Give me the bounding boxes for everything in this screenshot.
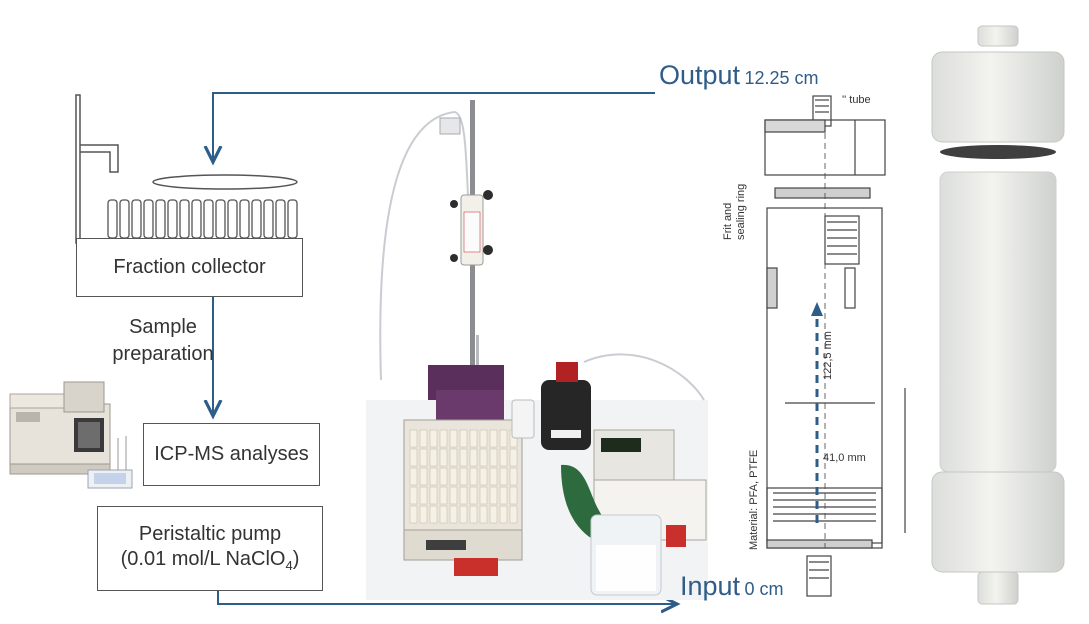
rack-tube	[429, 486, 438, 505]
collector-tube	[287, 199, 298, 239]
collector-tube	[119, 199, 130, 239]
collector-tube	[203, 199, 214, 239]
rack-tube	[509, 467, 518, 486]
frit-label: Frit and sealing ring	[722, 183, 748, 240]
fraction-collector-sketch	[75, 94, 298, 244]
rack-tube	[509, 505, 518, 524]
sample-preparation-label: Sample preparation	[112, 316, 214, 365]
output-arrow	[213, 92, 655, 160]
rack-tube	[429, 467, 438, 486]
rack-tube	[409, 505, 418, 524]
diameter-label: 41,0 mm	[823, 452, 866, 464]
length-label: 122,5 mm	[822, 331, 834, 380]
rack-tube	[479, 467, 488, 486]
input-value: 0 cm	[744, 579, 784, 599]
output-label: Output 12.25 cm	[659, 60, 819, 91]
rack-tube	[479, 448, 488, 467]
input-label: Input 0 cm	[680, 571, 784, 602]
rack-tube	[419, 429, 428, 448]
rack-tube	[439, 429, 448, 448]
lab-setup-photo	[366, 100, 708, 600]
collector-tube	[263, 199, 274, 239]
rack-tube	[469, 505, 478, 524]
column-photo	[931, 25, 1065, 605]
rack-tube	[469, 486, 478, 505]
collector-tube	[179, 199, 190, 239]
rack-tube	[449, 505, 458, 524]
column-technical-drawing	[764, 95, 906, 597]
rack-tube	[419, 486, 428, 505]
rack-tube	[499, 505, 508, 524]
rack-tube	[489, 505, 498, 524]
icpms-label: ICP-MS analyses	[154, 443, 309, 465]
rack-tube	[429, 505, 438, 524]
rack-tube	[409, 467, 418, 486]
rack-tube	[479, 505, 488, 524]
collector-tube	[131, 199, 142, 239]
rack-tube	[459, 486, 468, 505]
rack-tube	[499, 448, 508, 467]
rack-tube	[459, 505, 468, 524]
icpms-instrument-photo	[9, 381, 133, 489]
rack-tube	[489, 448, 498, 467]
rack-tube	[439, 505, 448, 524]
rack-tube	[469, 429, 478, 448]
rack-tube	[459, 429, 468, 448]
fraction-collector-label: Fraction collector	[113, 256, 266, 278]
input-word: Input	[680, 571, 741, 601]
rack-tube	[499, 429, 508, 448]
rack-tube	[409, 429, 418, 448]
pump-label-line1: Peristaltic pump	[138, 523, 282, 546]
rack-tube	[409, 448, 418, 467]
rack-tube	[509, 486, 518, 505]
rack-tube	[449, 429, 458, 448]
collector-tube	[227, 199, 238, 239]
rack-tube	[489, 429, 498, 448]
rack-tube	[429, 448, 438, 467]
collector-tube	[239, 199, 250, 239]
output-word: Output	[659, 60, 741, 90]
rack-tube	[449, 467, 458, 486]
input-arrow	[217, 591, 675, 604]
rack-tube	[409, 486, 418, 505]
collector-tube	[107, 199, 118, 239]
rack-tube	[419, 467, 428, 486]
tube-label: '' tube	[842, 94, 871, 106]
rack-tube	[489, 467, 498, 486]
collector-tube	[155, 199, 166, 239]
fraction-collector-box: Fraction collector	[76, 238, 303, 297]
rack-tube	[419, 448, 428, 467]
icpms-box: ICP-MS analyses	[143, 423, 320, 486]
collector-tube	[275, 199, 286, 239]
rack-tube	[499, 486, 508, 505]
material-label: Material: PFA, PTFE	[748, 449, 760, 550]
rack-tube	[439, 448, 448, 467]
collector-tube	[167, 199, 178, 239]
collector-tube	[215, 199, 226, 239]
rack-tube	[419, 505, 428, 524]
rack-tube	[469, 448, 478, 467]
rack-tube	[479, 486, 488, 505]
rack-tube	[439, 467, 448, 486]
rack-tube	[429, 429, 438, 448]
rack-tube	[459, 448, 468, 467]
collector-tube	[143, 199, 154, 239]
rack-tube	[489, 486, 498, 505]
pump-label-line2: (0.01 mol/L NaClO4)	[120, 548, 300, 574]
rack-tube	[459, 467, 468, 486]
rack-tube	[449, 486, 458, 505]
rack-tube	[499, 467, 508, 486]
output-value: 12.25 cm	[744, 68, 819, 88]
collector-tube	[191, 199, 202, 239]
rack-tube	[469, 467, 478, 486]
rack-tube	[449, 448, 458, 467]
rack-tube	[439, 486, 448, 505]
collector-tube	[251, 199, 262, 239]
rack-tube	[479, 429, 488, 448]
rack-tube	[509, 448, 518, 467]
peristaltic-pump-box: Peristaltic pump (0.01 mol/L NaClO4)	[97, 506, 323, 591]
